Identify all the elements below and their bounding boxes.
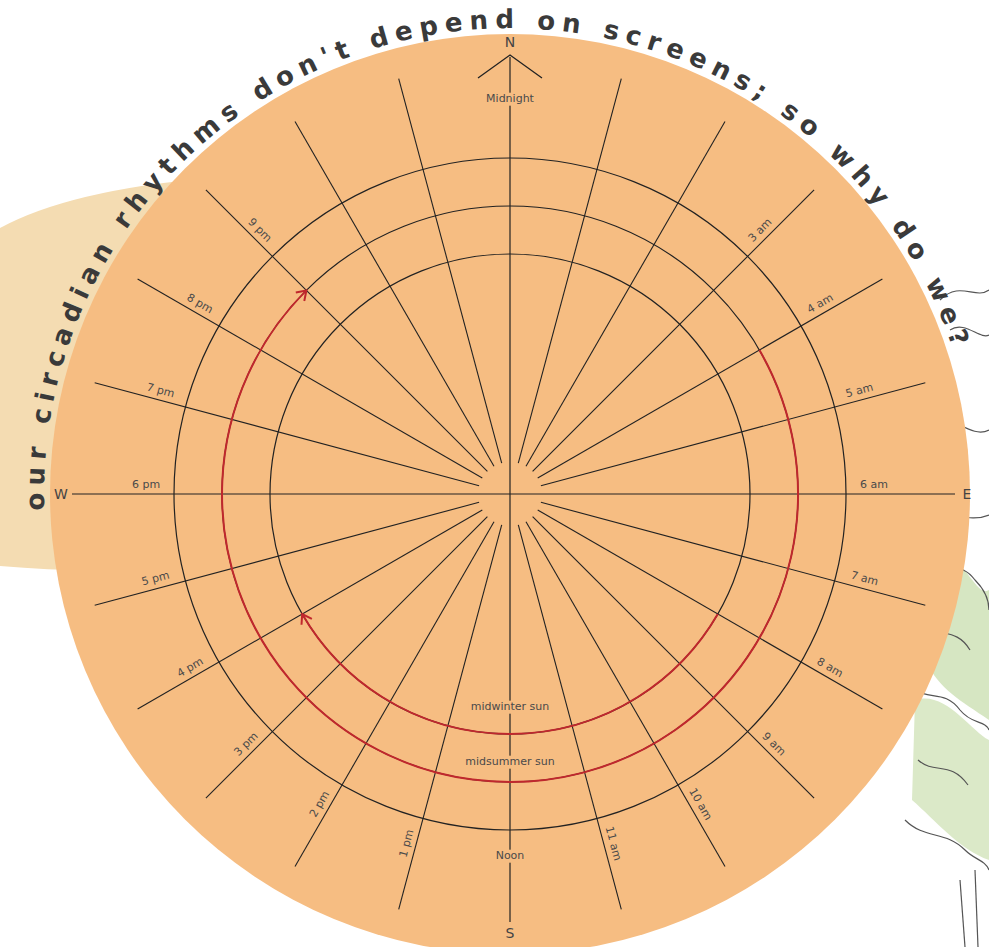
compass-letter: W [54, 486, 68, 502]
hour-label: 5 am [844, 381, 874, 400]
hour-label: 1 pm [397, 828, 417, 859]
compass-letter: S [506, 925, 515, 941]
midwinter-sun-path [302, 614, 718, 734]
sun-path-label: midsummer sun [463, 756, 556, 769]
hour-ray [72, 493, 955, 494]
hour-ray [533, 517, 815, 799]
hour-ray [95, 502, 479, 605]
orange-disc [50, 34, 970, 947]
title-text: our circadian rhythms don't depend on sc… [20, 4, 975, 511]
hour-label: 7 am [849, 570, 879, 589]
hour-ray [138, 279, 483, 478]
compass-grid [72, 57, 955, 922]
hour-ray [533, 190, 815, 472]
hour-label: 8 pm [184, 292, 215, 317]
hour-ray [538, 279, 883, 478]
hour-ray [95, 383, 479, 486]
curved-title: our circadian rhythms don't depend on sc… [20, 4, 975, 511]
hour-ray [138, 510, 483, 709]
midsummer-sun-path [222, 290, 798, 782]
hour-label: Midnight [484, 93, 536, 106]
hour-ray [526, 122, 725, 467]
hour-label: 9 am [759, 731, 788, 760]
hour-ray [518, 79, 621, 463]
hour-ray [206, 190, 488, 472]
hour-label: 3 pm [232, 731, 261, 760]
compass-letter: E [963, 486, 972, 502]
hour-label: Noon [494, 850, 527, 863]
hour-ray [206, 517, 488, 799]
hour-ray [541, 502, 925, 605]
hour-ray [295, 522, 494, 867]
compass-letter: N [505, 34, 515, 50]
hour-label: 10 am [686, 786, 714, 823]
hour-label: 8 am [814, 656, 845, 681]
hour-label: 4 pm [175, 656, 206, 681]
hour-label: 3 am [747, 216, 776, 245]
hour-label: 6 am [860, 479, 888, 492]
hour-ray [538, 510, 883, 709]
hour-ray [541, 383, 925, 486]
hour-label: 4 am [805, 292, 836, 317]
hour-ray [399, 79, 502, 463]
hour-label: 9 pm [245, 216, 274, 245]
hour-ray [509, 57, 510, 922]
hour-label: 6 pm [132, 479, 160, 492]
hour-ray [295, 122, 494, 467]
hour-label: 2 pm [308, 789, 333, 820]
hour-ray [399, 525, 502, 909]
hour-label: 7 pm [145, 381, 176, 401]
north-arrow [478, 55, 542, 78]
hour-ray [526, 522, 725, 867]
hour-ray [518, 525, 621, 909]
sun-path-label: midwinter sun [469, 701, 552, 714]
hour-label: 11 am [602, 825, 623, 862]
hour-label: 5 pm [141, 570, 172, 590]
